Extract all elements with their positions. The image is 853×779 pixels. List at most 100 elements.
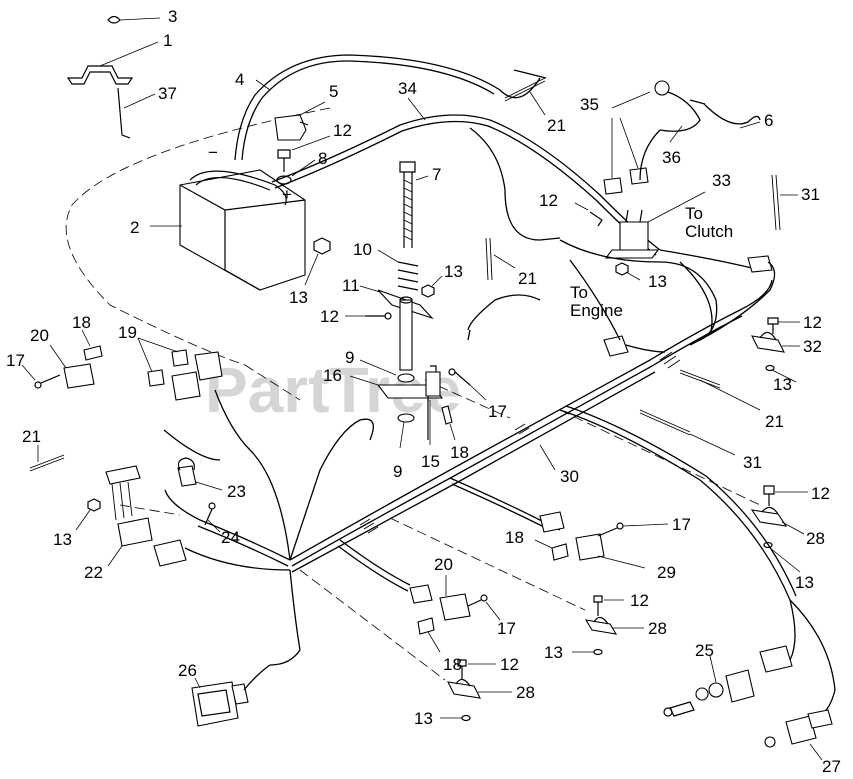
part-18-clip-middle [534, 539, 569, 561]
part-12-bolt-post [345, 312, 392, 320]
callout-20-left: 20 [30, 326, 49, 345]
part-18-clip-left [81, 329, 103, 361]
callout-21-middle: 21 [518, 269, 537, 288]
part-2-battery: + − [150, 143, 306, 291]
callout-13-left: 13 [53, 530, 72, 549]
part-13-nut-lower [440, 714, 471, 722]
part-26-hour-meter [191, 664, 271, 727]
callout-21-left: 21 [22, 427, 41, 446]
part-5-terminal-boot [274, 101, 326, 141]
callout-11: 11 [342, 276, 360, 295]
part-13-nut-middle [572, 648, 603, 656]
part-20-relay-lower [409, 575, 471, 621]
part-17-screw-middle [597, 522, 669, 537]
callout-17-left: 17 [6, 351, 25, 370]
part-7-bolt [399, 161, 429, 248]
callout-1: 1 [163, 31, 172, 50]
callout-28-right: 28 [806, 529, 825, 548]
callout-13-solenoid: 13 [648, 272, 667, 291]
part-22-connector [105, 465, 187, 567]
callout-12-right: 12 [811, 484, 830, 503]
part-32-clamp [751, 331, 800, 353]
callout-13-middle: 13 [544, 643, 563, 662]
callout-17-middle: 17 [672, 515, 691, 534]
part-13-nut-right [763, 541, 801, 573]
part-18-clip-lower [417, 617, 441, 653]
part-9-washer-bottom [397, 413, 415, 449]
part-12-bolt-middle [593, 595, 624, 616]
callout-7: 7 [432, 165, 441, 184]
callout-26: 26 [178, 661, 197, 680]
callout-labels: 3 1 37 4 5 34 21 35 6 12 8 7 36 2 33 31 … [6, 7, 841, 776]
part-31-tie-lower [639, 409, 736, 456]
callout-18-seat: 18 [450, 443, 469, 462]
callout-29: 29 [657, 563, 676, 582]
callout-13-upper-right: 13 [773, 375, 792, 394]
battery-positive-sign: + [282, 185, 292, 204]
part-13-nut-post [421, 275, 443, 298]
part-33-solenoid [604, 191, 706, 259]
part-30-main-harness [289, 279, 773, 573]
callout-22: 22 [84, 563, 103, 582]
part-12-bolt-solenoid [574, 202, 603, 227]
part-20-relay-left [49, 344, 95, 389]
callout-21-right: 21 [765, 412, 784, 431]
callout-12-upper-right: 12 [803, 313, 822, 332]
part-6-cable [639, 103, 761, 181]
part-13-nut-upper-right [765, 364, 797, 383]
callout-31-lower: 31 [743, 453, 762, 472]
part-29-relay [539, 511, 646, 569]
part-9-washer-top [359, 359, 415, 383]
part-21-tie-top [504, 77, 546, 116]
callout-37: 37 [158, 84, 177, 103]
part-28-clamp-middle [584, 616, 644, 635]
part-28-clamp-lower [447, 678, 512, 699]
part-13-nut-left [75, 498, 101, 531]
callout-2: 2 [130, 218, 139, 237]
part-post [399, 296, 413, 371]
part-10-spring [377, 249, 419, 291]
callout-9-bottom: 9 [393, 462, 402, 481]
callout-12-solenoid: 12 [539, 191, 558, 210]
callout-13-lower: 13 [414, 709, 433, 728]
part-11-bracket [359, 285, 434, 320]
callout-19: 19 [118, 323, 137, 342]
part-36-wire [659, 91, 706, 143]
part-28-clamp-right [750, 506, 805, 535]
part-37-rod [117, 87, 156, 139]
part-15-seat-switch [425, 365, 441, 445]
callout-13-right: 13 [795, 573, 814, 592]
callout-27: 27 [822, 757, 841, 776]
note-to-engine-line1: To [570, 283, 588, 302]
harness-branch-middle [449, 477, 561, 531]
part-17-screw-lower [467, 594, 501, 621]
part-17-screw-seat [448, 368, 487, 401]
callout-36: 36 [662, 148, 681, 167]
callout-6: 6 [764, 111, 773, 130]
callout-16: 16 [323, 366, 342, 385]
harness-branch-upper [467, 294, 541, 341]
cable-34 [271, 97, 661, 256]
callout-4: 4 [235, 70, 244, 89]
callout-12-lower: 12 [500, 655, 519, 674]
callout-15: 15 [421, 452, 440, 471]
part-35-boots [603, 80, 670, 195]
part-12-bolt-right [763, 485, 808, 506]
harness-branch-right [559, 405, 836, 716]
callout-12-top: 12 [333, 121, 352, 140]
part-25-ignition-switch [663, 645, 793, 717]
part-17-screw-left [21, 364, 61, 389]
callout-9-top: 9 [345, 348, 354, 367]
part-31-tie-top [771, 174, 798, 231]
callout-34: 34 [398, 79, 417, 98]
part-12-bolt-top [277, 135, 331, 172]
callout-25: 25 [695, 641, 714, 660]
part-21-tie-left [29, 445, 65, 472]
harness-branch-lower [337, 539, 411, 592]
part-24-screw [204, 502, 221, 533]
callout-8: 8 [318, 149, 327, 168]
callout-30: 30 [560, 467, 579, 486]
callout-3: 3 [168, 7, 177, 26]
